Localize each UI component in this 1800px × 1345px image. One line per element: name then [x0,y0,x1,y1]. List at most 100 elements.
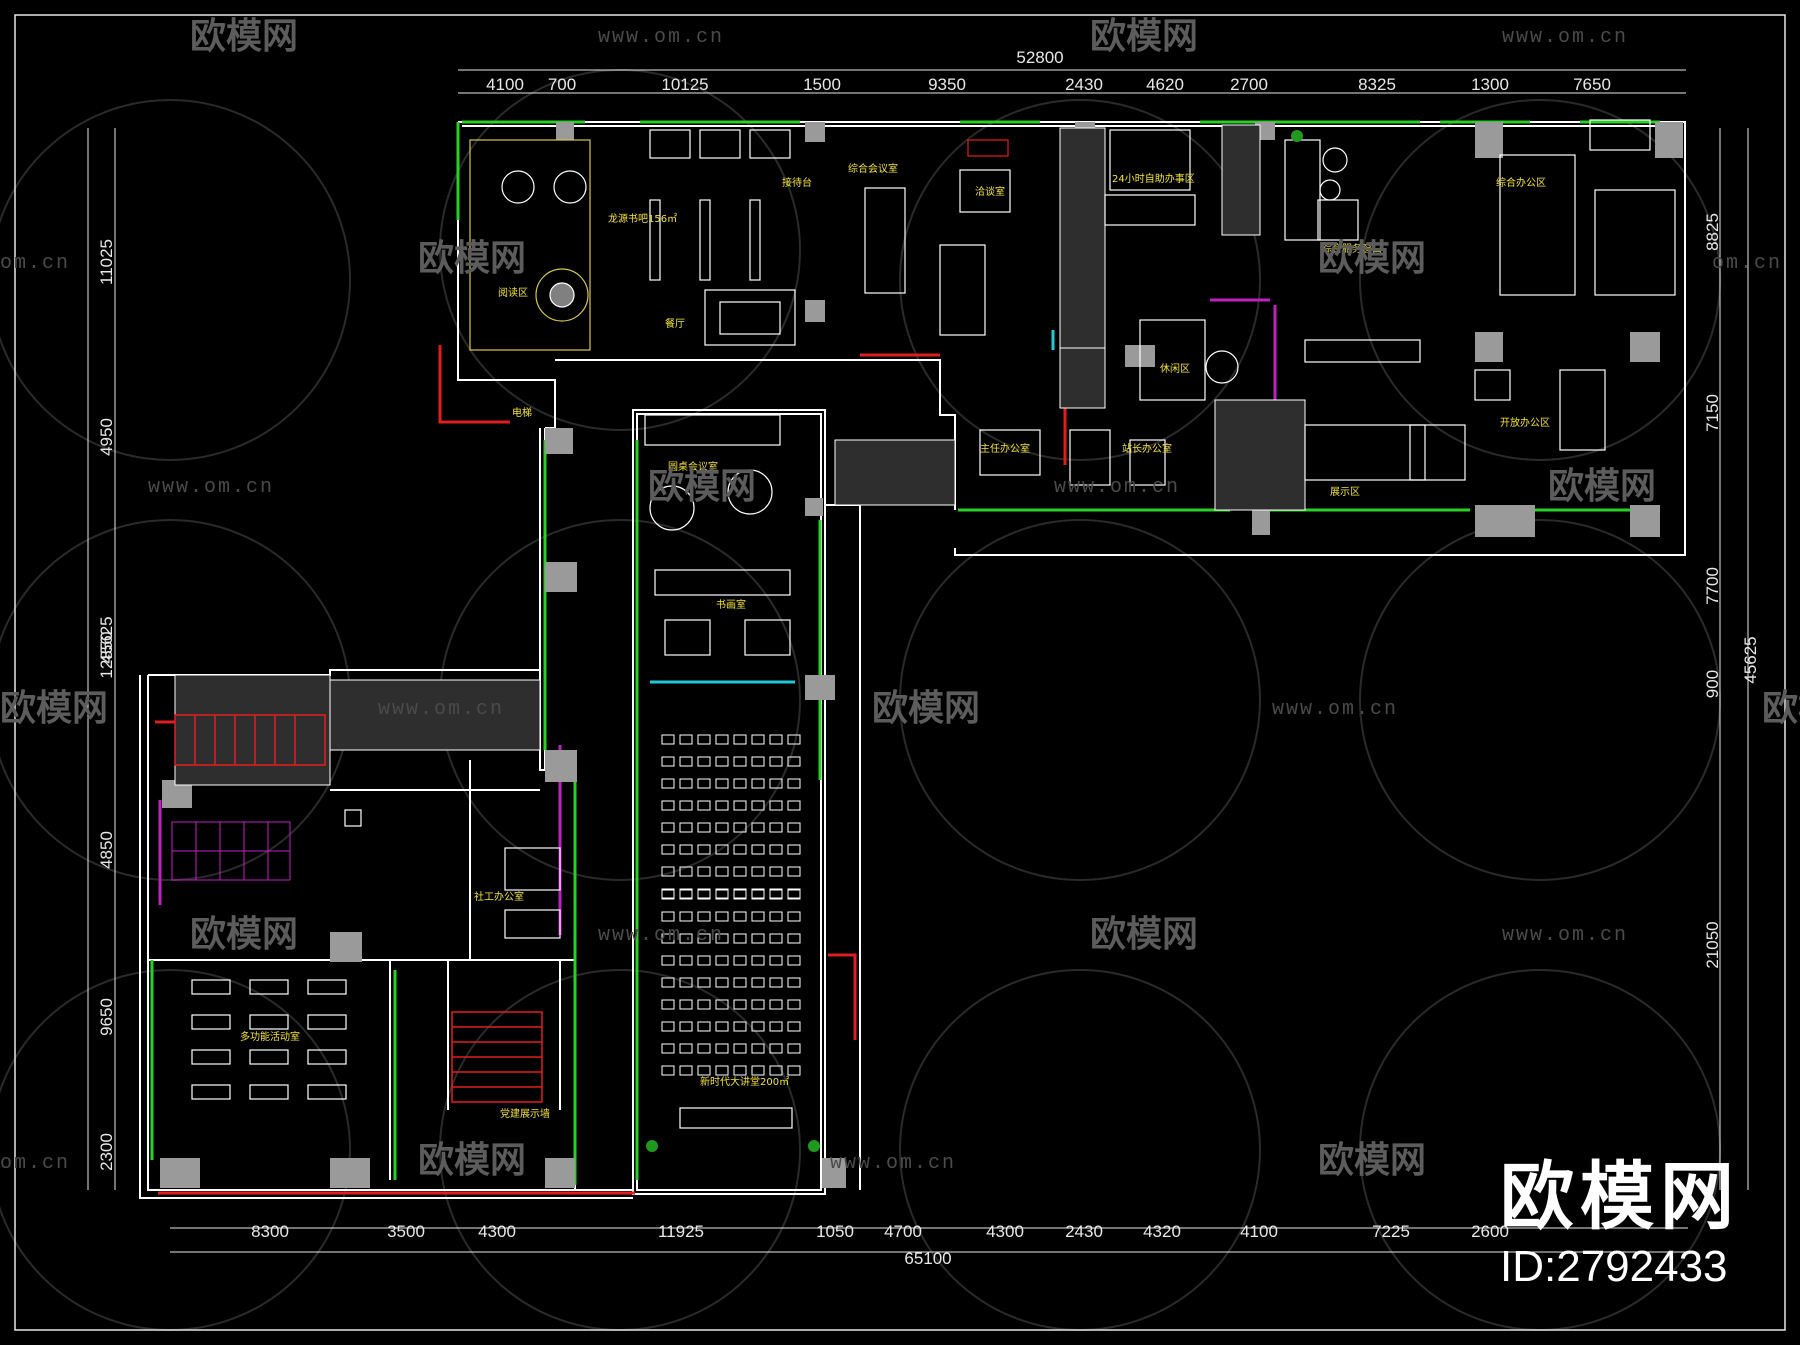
room-label: 综合会议室 [848,162,898,175]
seat [751,778,765,789]
room-label: 24小时自助办事区 [1112,172,1195,185]
seat [679,1043,693,1054]
watermark-url: om.cn [1712,252,1782,275]
seat [697,1021,711,1032]
watermark-url: www.om.cn [598,26,724,49]
seat [715,999,729,1010]
seat [679,1021,693,1032]
dim-bottom: 4700 [884,1222,922,1241]
seat [679,955,693,966]
seat [733,977,747,988]
seat [715,734,729,745]
dim-bottom: 3500 [387,1222,425,1241]
seat [697,734,711,745]
seat [715,1043,729,1054]
seat [751,955,765,966]
seat [751,933,765,944]
dim-left: 4850 [97,831,116,869]
seat [751,999,765,1010]
seat [751,977,765,988]
dim-bottom: 7225 [1372,1222,1410,1241]
watermark-url: www.om.cn [1502,924,1628,947]
seat [733,955,747,966]
room-label: 休闲区 [1160,362,1190,375]
restroom [171,821,291,881]
dim-right: 900 [1703,670,1722,698]
seat [769,800,783,811]
room-labels: 阅读区 龙源书吧156㎡ 接待台 综合会议室 餐厅 洽谈室 24小时自助办事区 … [240,162,1550,1120]
seat [679,977,693,988]
seat [733,800,747,811]
room-label: 展示区 [1330,486,1360,498]
dim-left-total: 45625 [97,616,116,663]
dim-left: 11025 [97,239,116,285]
seat [661,822,675,833]
seat [715,1065,729,1076]
seat [697,844,711,855]
dim-top: 700 [548,75,576,94]
room-label: 多功能活动室 [240,1030,300,1043]
watermark-brand: 欧模网 [1548,466,1656,507]
seat [661,778,675,789]
seat [679,778,693,789]
dim-right: 8825 [1703,213,1722,251]
seat [715,1021,729,1032]
dim-bottom: 1050 [816,1222,854,1241]
dimension-lines [87,69,1749,1253]
activity-tables [191,809,561,1100]
seat [787,844,801,855]
service-zones [174,124,1306,786]
watermark-brand: 欧模网 [648,466,756,507]
seat [679,1065,693,1076]
dim-bottom: 4300 [986,1222,1024,1241]
seat [733,778,747,789]
seat [697,756,711,767]
seat [787,778,801,789]
dim-bottom: 4320 [1143,1222,1181,1241]
seat [715,756,729,767]
seat [679,999,693,1010]
seat [697,800,711,811]
room-label: 书画室 [716,598,746,611]
seat [733,889,747,900]
furniture [469,119,1676,1129]
room-label: 党建展示墙 [500,1107,550,1120]
dim-top: 1500 [803,75,841,94]
watermark-url: www.om.cn [830,1152,956,1175]
windows [150,120,1660,1185]
seat [697,822,711,833]
dim-right: 7150 [1703,394,1722,432]
watermark-url: www.om.cn [148,476,274,499]
seat [733,866,747,877]
seat [787,756,801,767]
seat [661,734,675,745]
seat [751,866,765,877]
seat [661,1065,675,1076]
dim-top: 10125 [661,75,708,94]
seat [661,1043,675,1054]
seat [715,800,729,811]
dim-top: 2430 [1065,75,1103,94]
watermark-brand: 欧模网 [418,238,526,279]
watermark-brand: 欧模网 [418,1140,526,1181]
accent-marks [158,298,1277,935]
seat [769,734,783,745]
dim-bottom: 8300 [251,1222,289,1241]
seat [697,933,711,944]
watermark-url: om.cn [0,1152,70,1175]
seat [787,999,801,1010]
seat [769,911,783,922]
dim-top: 2700 [1230,75,1268,94]
seat [697,1043,711,1054]
seat [733,933,747,944]
seat [769,955,783,966]
dim-bottom: 2600 [1471,1222,1509,1241]
room-label: 电梯 [512,406,532,419]
room-label: 餐厅 [665,317,685,330]
model-id: ID:2792433 [1500,1242,1728,1291]
seat [733,1043,747,1054]
room-label: 开放办公区 [1500,416,1550,429]
watermark-brand: 欧模网 [1090,914,1198,955]
seat [733,999,747,1010]
